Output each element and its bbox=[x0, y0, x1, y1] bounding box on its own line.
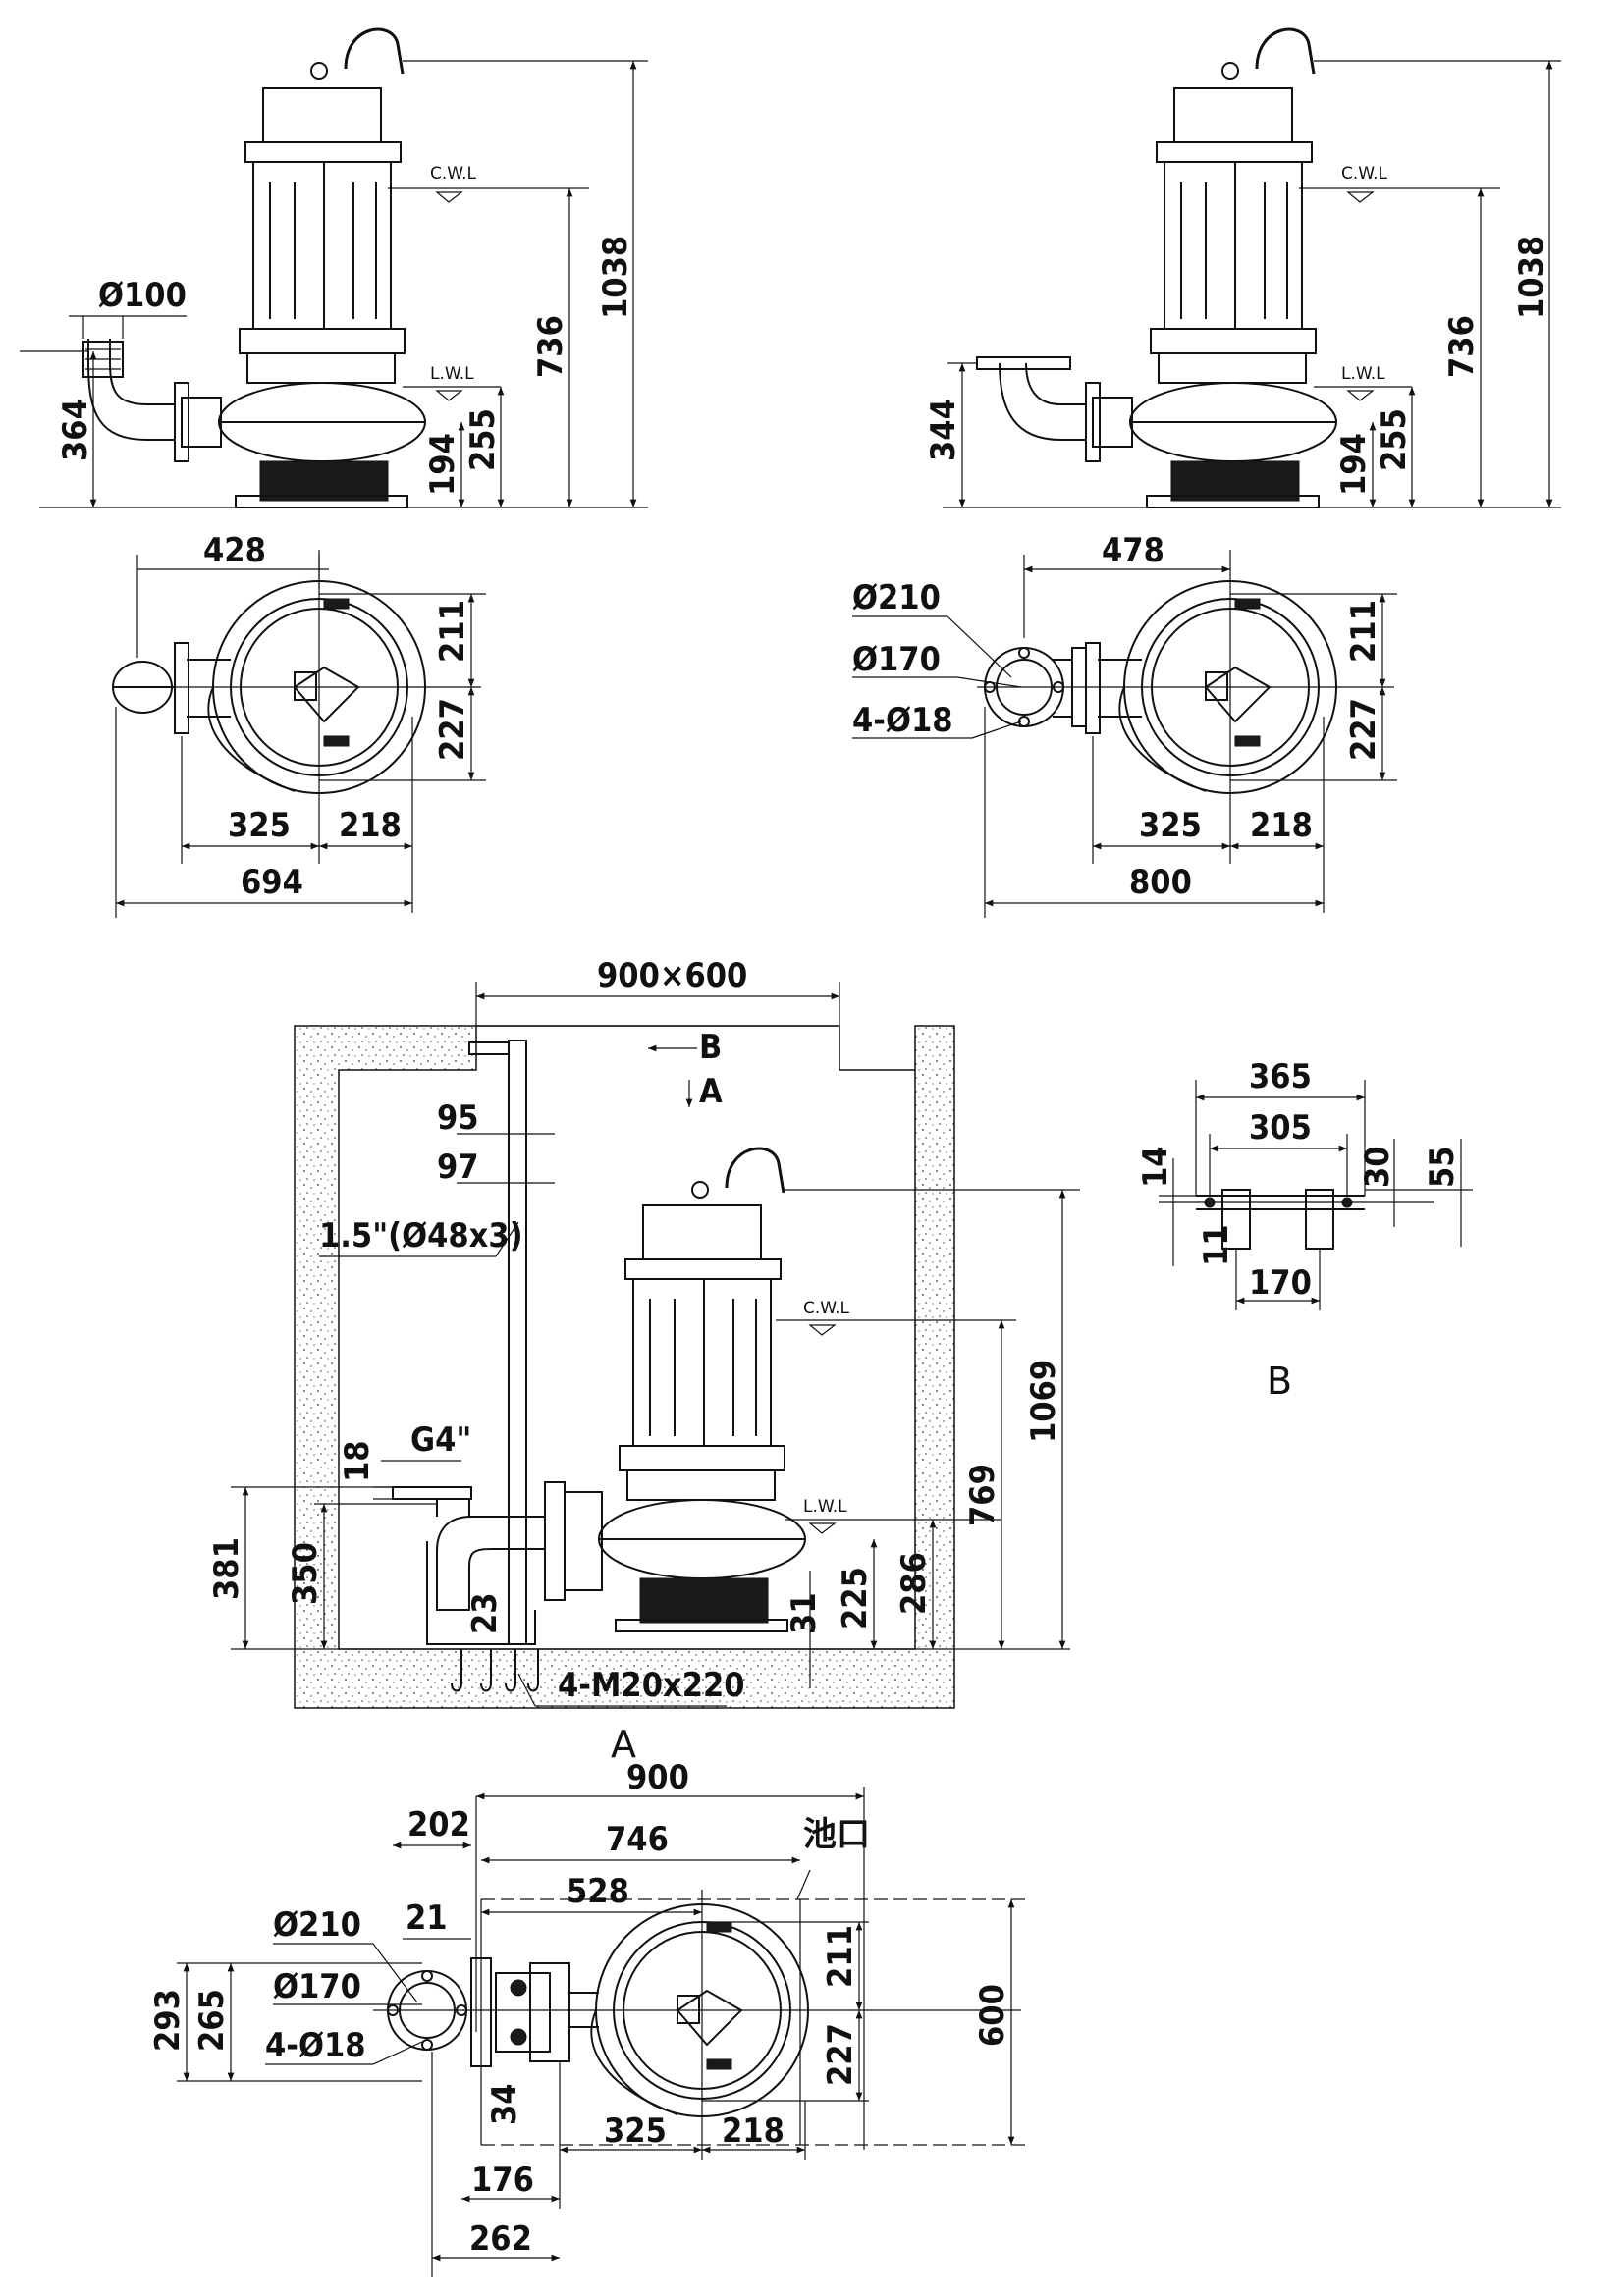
view-b-title: B bbox=[1267, 1360, 1292, 1403]
dim-194-right: 194 bbox=[1334, 433, 1374, 496]
dim-21: 21 bbox=[406, 1898, 448, 1938]
dim-211-right: 211 bbox=[1344, 600, 1383, 663]
lwl-label-install: L.W.L bbox=[803, 1497, 847, 1517]
dim-218-a: 218 bbox=[722, 2111, 785, 2151]
dim-d170: Ø170 bbox=[852, 640, 941, 679]
elevation-left: C.W.L L.W.L Ø100 364 194 255 736 1038 bbox=[20, 27, 648, 508]
elevation-right: C.W.L L.W.L 344 194 255 736 1038 bbox=[924, 27, 1561, 508]
dim-34: 34 bbox=[485, 2083, 524, 2125]
plan-right: 478 Ø210 Ø170 4-Ø18 211 227 325 218 800 bbox=[852, 531, 1397, 918]
lwl-label-right: L.W.L bbox=[1341, 364, 1385, 384]
dim-305: 305 bbox=[1249, 1108, 1312, 1148]
dim-97: 97 bbox=[437, 1148, 479, 1187]
arrow-a-label: A bbox=[699, 1072, 723, 1111]
dim-d210-a: Ø210 bbox=[273, 1905, 361, 1945]
dim-428: 428 bbox=[203, 531, 266, 570]
plan-left: 428 211 227 325 218 694 bbox=[112, 531, 486, 918]
dim-14: 14 bbox=[1136, 1146, 1175, 1188]
dim-736: 736 bbox=[531, 315, 570, 378]
dim-30: 30 bbox=[1358, 1146, 1397, 1188]
dim-anchor-bolts: 4-M20x220 bbox=[558, 1666, 745, 1705]
dim-478: 478 bbox=[1102, 531, 1164, 570]
cwl-label-install: C.W.L bbox=[803, 1299, 850, 1318]
dim-900x600: 900×600 bbox=[597, 956, 747, 995]
dim-d170-a: Ø170 bbox=[273, 1967, 361, 2006]
dim-218: 218 bbox=[339, 806, 402, 845]
dim-170: 170 bbox=[1249, 1263, 1312, 1303]
dim-381: 381 bbox=[207, 1537, 246, 1600]
dim-211: 211 bbox=[433, 600, 472, 663]
dim-286: 286 bbox=[894, 1552, 934, 1615]
dim-746: 746 bbox=[606, 1820, 669, 1859]
dim-176: 176 bbox=[471, 2161, 534, 2200]
dim-262: 262 bbox=[469, 2219, 532, 2259]
dim-325-a: 325 bbox=[604, 2111, 667, 2151]
dim-265: 265 bbox=[192, 1989, 232, 2052]
dim-4-d18: 4-Ø18 bbox=[852, 701, 953, 740]
dim-225: 225 bbox=[836, 1567, 875, 1629]
dim-pipe-spec: 1.5"(Ø48x3) bbox=[319, 1216, 523, 1255]
dim-255-right: 255 bbox=[1375, 408, 1414, 471]
dim-694: 694 bbox=[241, 863, 303, 902]
lwl-label: L.W.L bbox=[430, 364, 474, 384]
dim-293: 293 bbox=[148, 1989, 188, 2052]
pool-edge-label: 池口 bbox=[803, 1815, 870, 1854]
cwl-label: C.W.L bbox=[430, 164, 477, 184]
dim-55: 55 bbox=[1423, 1146, 1462, 1188]
dim-600: 600 bbox=[973, 1984, 1012, 2047]
dim-4-d18-a: 4-Ø18 bbox=[265, 2026, 366, 2065]
dim-1038-right: 1038 bbox=[1512, 236, 1551, 319]
dim-325: 325 bbox=[228, 806, 291, 845]
dim-95: 95 bbox=[437, 1098, 479, 1138]
dim-1069: 1069 bbox=[1024, 1360, 1063, 1443]
view-b-detail: 365 305 170 14 11 30 55 B bbox=[1136, 1057, 1473, 1403]
dim-g4: G4" bbox=[410, 1420, 471, 1460]
dim-d210: Ø210 bbox=[852, 578, 941, 617]
plan-a: 900 202 746 池口 528 21 bbox=[148, 1758, 1026, 2277]
dim-d100: Ø100 bbox=[98, 276, 187, 315]
dim-18: 18 bbox=[338, 1440, 377, 1482]
dim-344: 344 bbox=[924, 399, 963, 461]
dim-800: 800 bbox=[1129, 863, 1192, 902]
dim-23: 23 bbox=[465, 1592, 505, 1634]
dim-900: 900 bbox=[626, 1758, 689, 1797]
dim-736-right: 736 bbox=[1442, 315, 1482, 378]
dim-528: 528 bbox=[567, 1872, 629, 1911]
dim-255: 255 bbox=[463, 408, 503, 471]
dim-31: 31 bbox=[785, 1592, 824, 1634]
dim-202: 202 bbox=[407, 1805, 470, 1844]
dim-364: 364 bbox=[56, 399, 95, 461]
dim-365: 365 bbox=[1249, 1057, 1312, 1096]
dim-325-right: 325 bbox=[1139, 806, 1202, 845]
dim-227-a: 227 bbox=[821, 2023, 860, 2086]
dim-1038: 1038 bbox=[596, 236, 635, 319]
view-a-title: A bbox=[611, 1723, 636, 1766]
dim-227: 227 bbox=[433, 698, 472, 761]
dim-227-right: 227 bbox=[1344, 698, 1383, 761]
dim-194: 194 bbox=[423, 433, 462, 496]
dim-11: 11 bbox=[1197, 1224, 1236, 1266]
dim-211-a: 211 bbox=[821, 1925, 860, 1988]
dim-769: 769 bbox=[963, 1464, 1002, 1526]
dim-218-right: 218 bbox=[1250, 806, 1313, 845]
arrow-b-label: B bbox=[699, 1028, 722, 1067]
installation-section: 900×600 95 97 1.5"(Ø48x3) B A bbox=[207, 956, 1080, 1766]
cwl-label-right: C.W.L bbox=[1341, 164, 1388, 184]
dim-350: 350 bbox=[286, 1542, 325, 1605]
